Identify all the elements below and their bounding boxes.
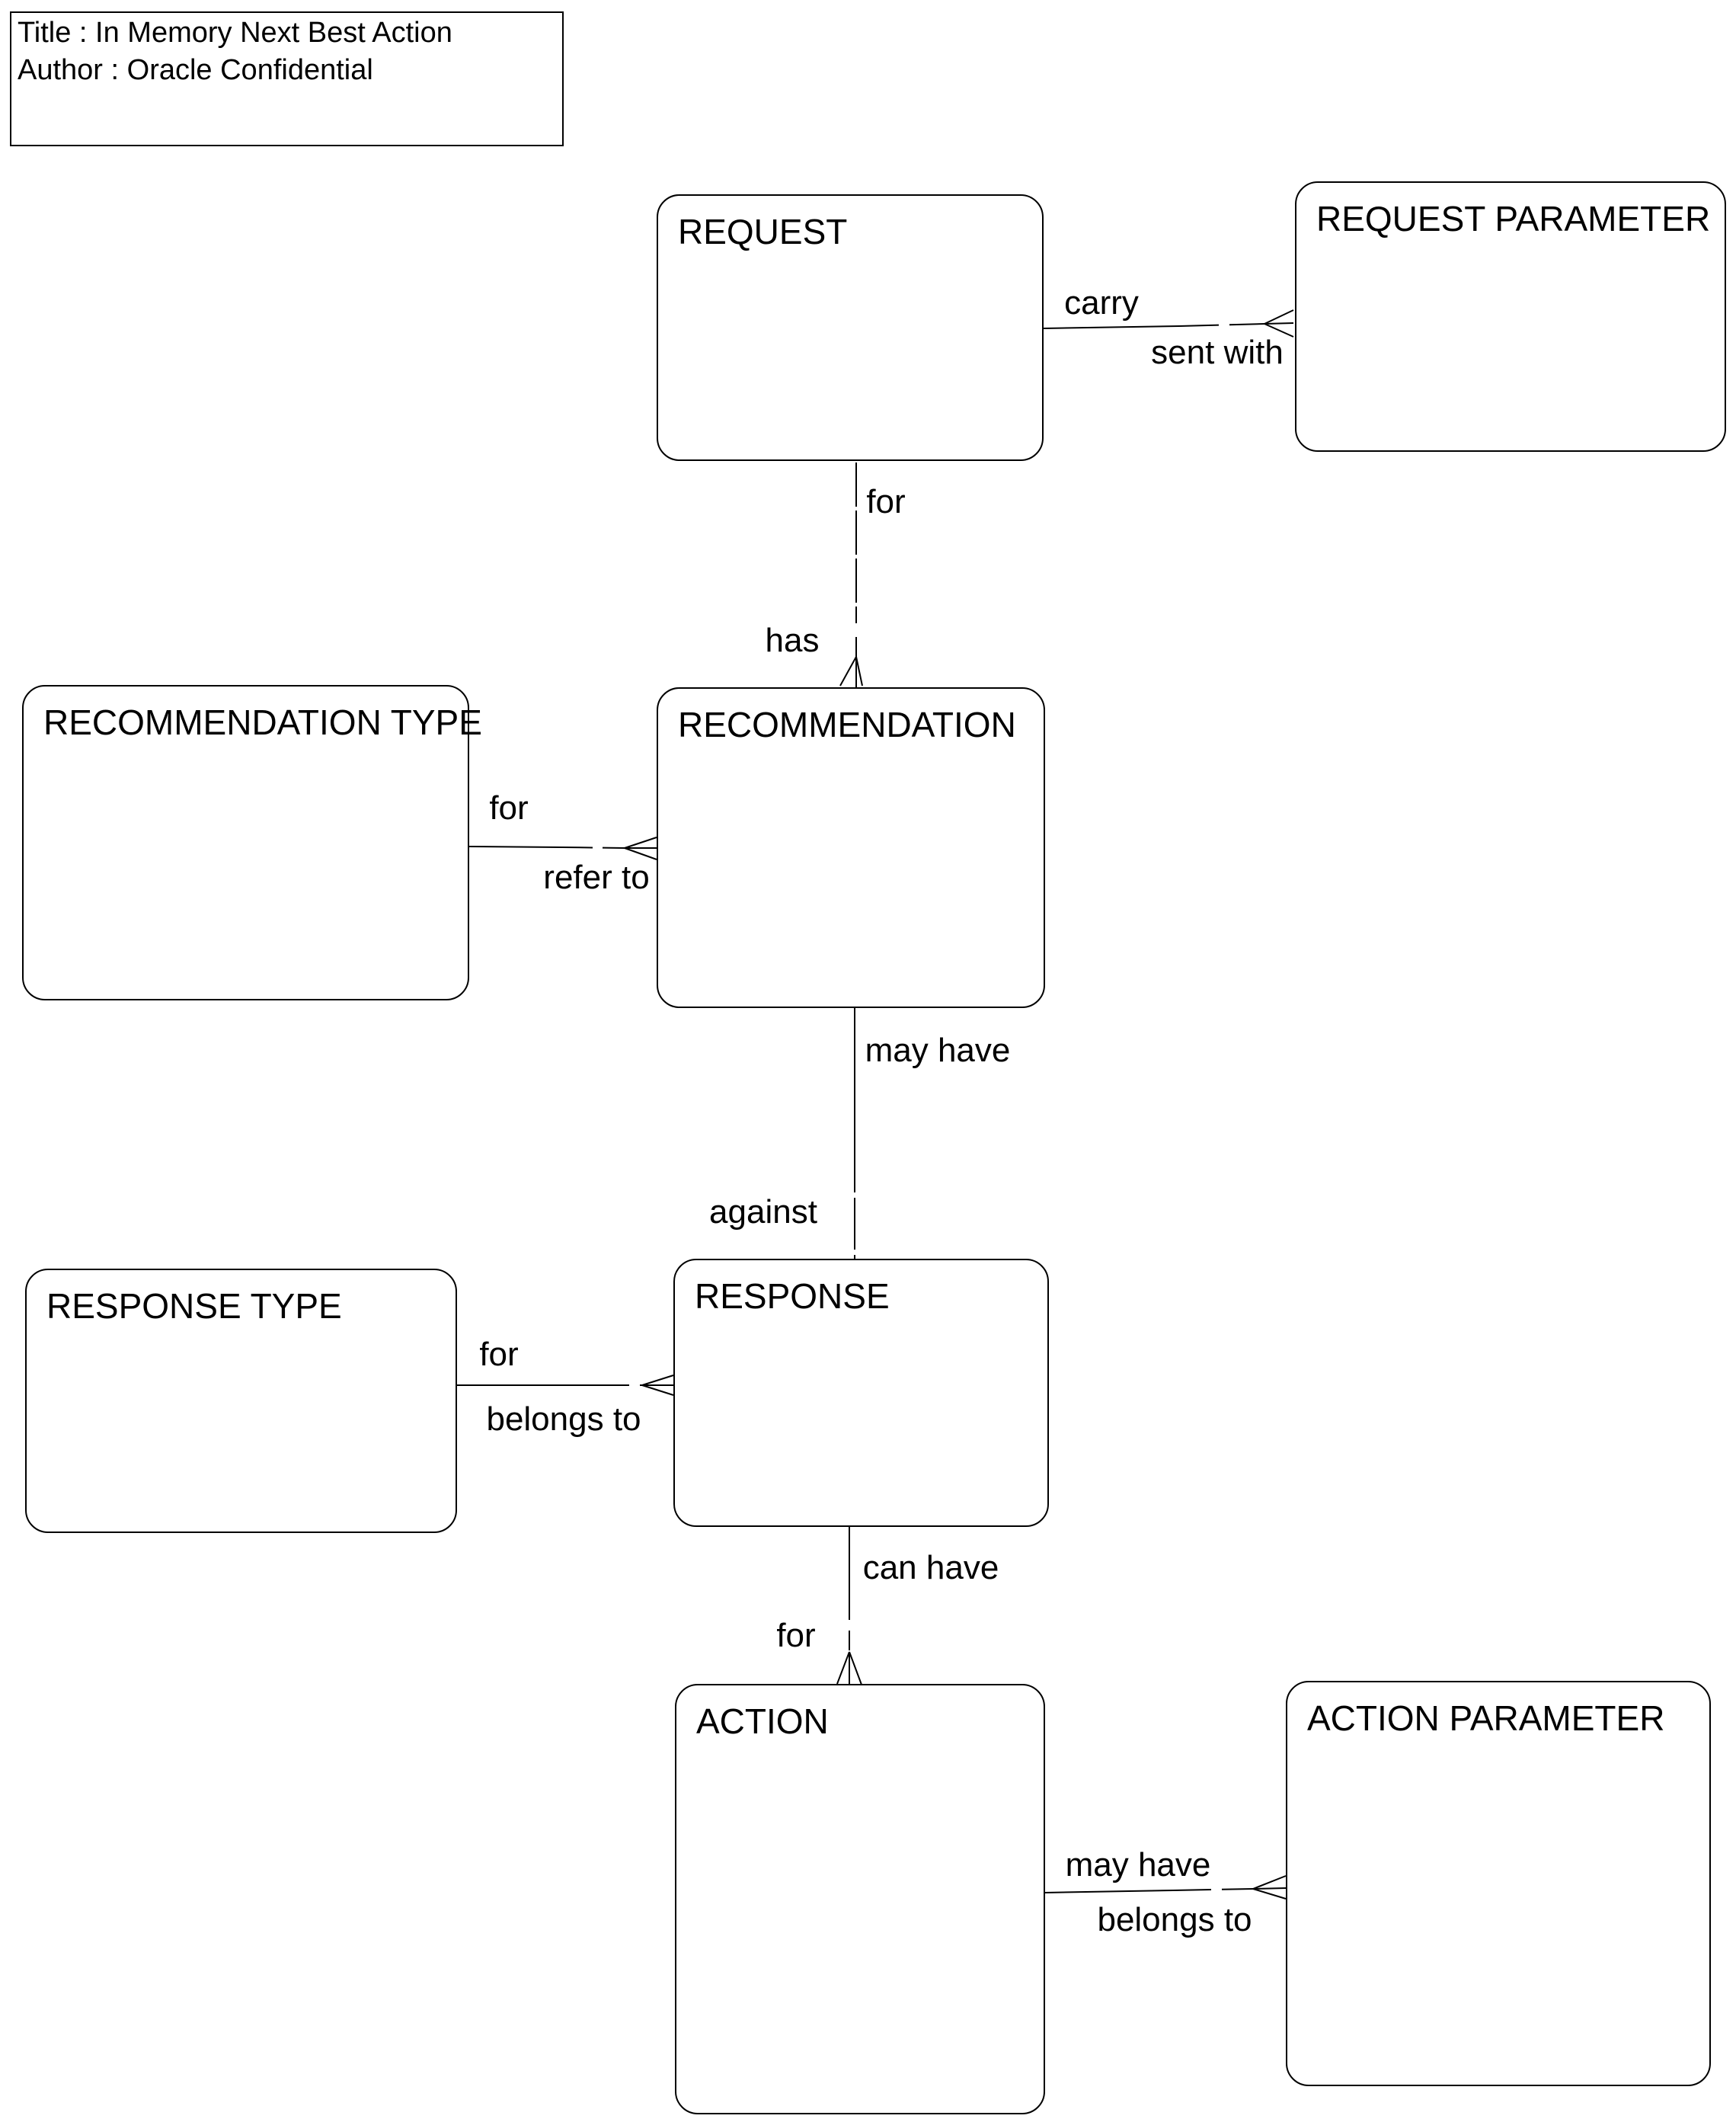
rel-label-may-have-recommendation: may have	[865, 1032, 1011, 1069]
entity-request: REQUEST	[657, 194, 1044, 461]
rel-label-sent-with: sent with	[1151, 334, 1284, 371]
entity-response: RESPONSE	[673, 1259, 1049, 1527]
entity-request-label: REQUEST	[678, 212, 848, 251]
rel-rectype-recommendation-dashed	[561, 847, 625, 849]
entity-action-parameter-label: ACTION PARAMETER	[1307, 1698, 1665, 1738]
rel-label-carry: carry	[1064, 284, 1139, 322]
entity-request-parameter-label: REQUEST PARAMETER	[1316, 199, 1711, 238]
rel-label-belongs-to-action-parameter: belongs to	[1097, 1901, 1252, 1938]
rel-request-recommendation-crowfoot	[839, 656, 863, 687]
rel-action-actionparam-dashed	[1172, 1888, 1254, 1891]
rel-label-refer-to: refer to	[543, 859, 650, 896]
author-line: Author : Oracle Confidential	[18, 54, 373, 86]
entity-response-type-label: RESPONSE TYPE	[46, 1286, 342, 1326]
rel-label-may-have-action: may have	[1065, 1846, 1211, 1884]
title-line: Title : In Memory Next Best Action	[18, 17, 452, 49]
title-block: Title : In Memory Next Best Action Autho…	[10, 11, 564, 146]
rel-label-can-have: can have	[862, 1549, 999, 1586]
rel-label-belongs-to-response: belongs to	[486, 1400, 641, 1438]
entity-request-parameter: REQUEST PARAMETER	[1295, 181, 1726, 452]
entity-action-parameter: ACTION PARAMETER	[1286, 1681, 1711, 2086]
rel-label-for-action: for	[776, 1617, 816, 1654]
rel-label-has: has	[765, 622, 820, 659]
rel-action-actionparam-solid	[1044, 1890, 1174, 1893]
rel-resptype-response-crowfoot	[641, 1375, 674, 1396]
rel-response-action-crowfoot	[836, 1651, 862, 1685]
entity-response-label: RESPONSE	[695, 1276, 890, 1316]
entity-action: ACTION	[675, 1684, 1045, 2114]
entity-response-type: RESPONSE TYPE	[25, 1269, 457, 1533]
rel-request-requestparam-dashed	[1178, 323, 1265, 327]
rel-label-for-response-type: for	[479, 1336, 519, 1373]
entity-recommendation-type: RECOMMENDATION TYPE	[22, 685, 482, 1000]
rel-label-for-recommendation-type: for	[489, 789, 529, 827]
rel-label-against: against	[709, 1193, 817, 1231]
rel-request-requestparam-solid	[1043, 325, 1180, 329]
entity-recommendation: RECOMMENDATION	[657, 687, 1045, 1008]
entity-recommendation-label: RECOMMENDATION	[678, 705, 1016, 744]
rel-action-actionparam-crowfoot	[1252, 1875, 1287, 1900]
entity-action-label: ACTION	[696, 1701, 829, 1741]
entity-recommendation-type-label: RECOMMENDATION TYPE	[43, 703, 482, 742]
rel-rectype-recommendation-crowfoot	[624, 837, 657, 860]
rel-request-requestparam-crowfoot	[1264, 309, 1294, 338]
rel-label-for-request: for	[866, 483, 906, 520]
